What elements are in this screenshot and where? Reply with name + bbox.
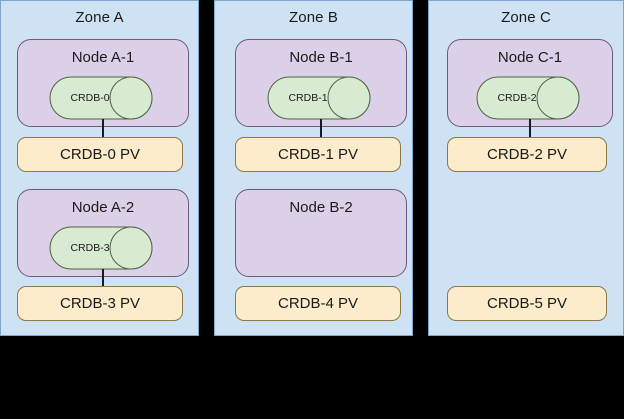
node-label: Node A-1 [71, 49, 135, 66]
crdb-pod-cylinder: CRDB-1 [267, 76, 371, 120]
crdb-pod-label: CRDB-1 [288, 92, 328, 104]
persistent-volume-box: CRDB-3 PV [17, 286, 183, 321]
crdb-pod-label: CRDB-3 [70, 242, 110, 254]
pod-to-pv-connector [102, 269, 104, 286]
node-box-node-b-2: Node B-2 [235, 189, 407, 277]
pod-to-pv-connector [529, 119, 531, 137]
zone-title: Zone A [75, 9, 124, 26]
crdb-pod-cylinder: CRDB-3 [49, 226, 153, 270]
persistent-volume-box: CRDB-2 PV [447, 137, 607, 172]
node-label: Node A-2 [71, 199, 135, 216]
persistent-volume-box: CRDB-5 PV [447, 286, 607, 321]
persistent-volume-box: CRDB-0 PV [17, 137, 183, 172]
pod-to-pv-connector [320, 119, 322, 137]
pod-to-pv-connector [102, 119, 104, 137]
persistent-volume-box: CRDB-4 PV [235, 286, 401, 321]
node-box-node-a-2: Node A-2 [17, 189, 189, 277]
crdb-pod-label: CRDB-2 [497, 92, 537, 104]
crdb-pod-cylinder: CRDB-0 [49, 76, 153, 120]
persistent-volume-box: CRDB-1 PV [235, 137, 401, 172]
crdb-pod-label: CRDB-0 [70, 92, 110, 104]
node-label: Node C-1 [497, 49, 563, 66]
crdb-pod-cylinder: CRDB-2 [476, 76, 580, 120]
zone-title: Zone B [289, 9, 338, 26]
node-label: Node B-2 [289, 199, 353, 216]
zone-title: Zone C [501, 9, 551, 26]
node-label: Node B-1 [289, 49, 353, 66]
